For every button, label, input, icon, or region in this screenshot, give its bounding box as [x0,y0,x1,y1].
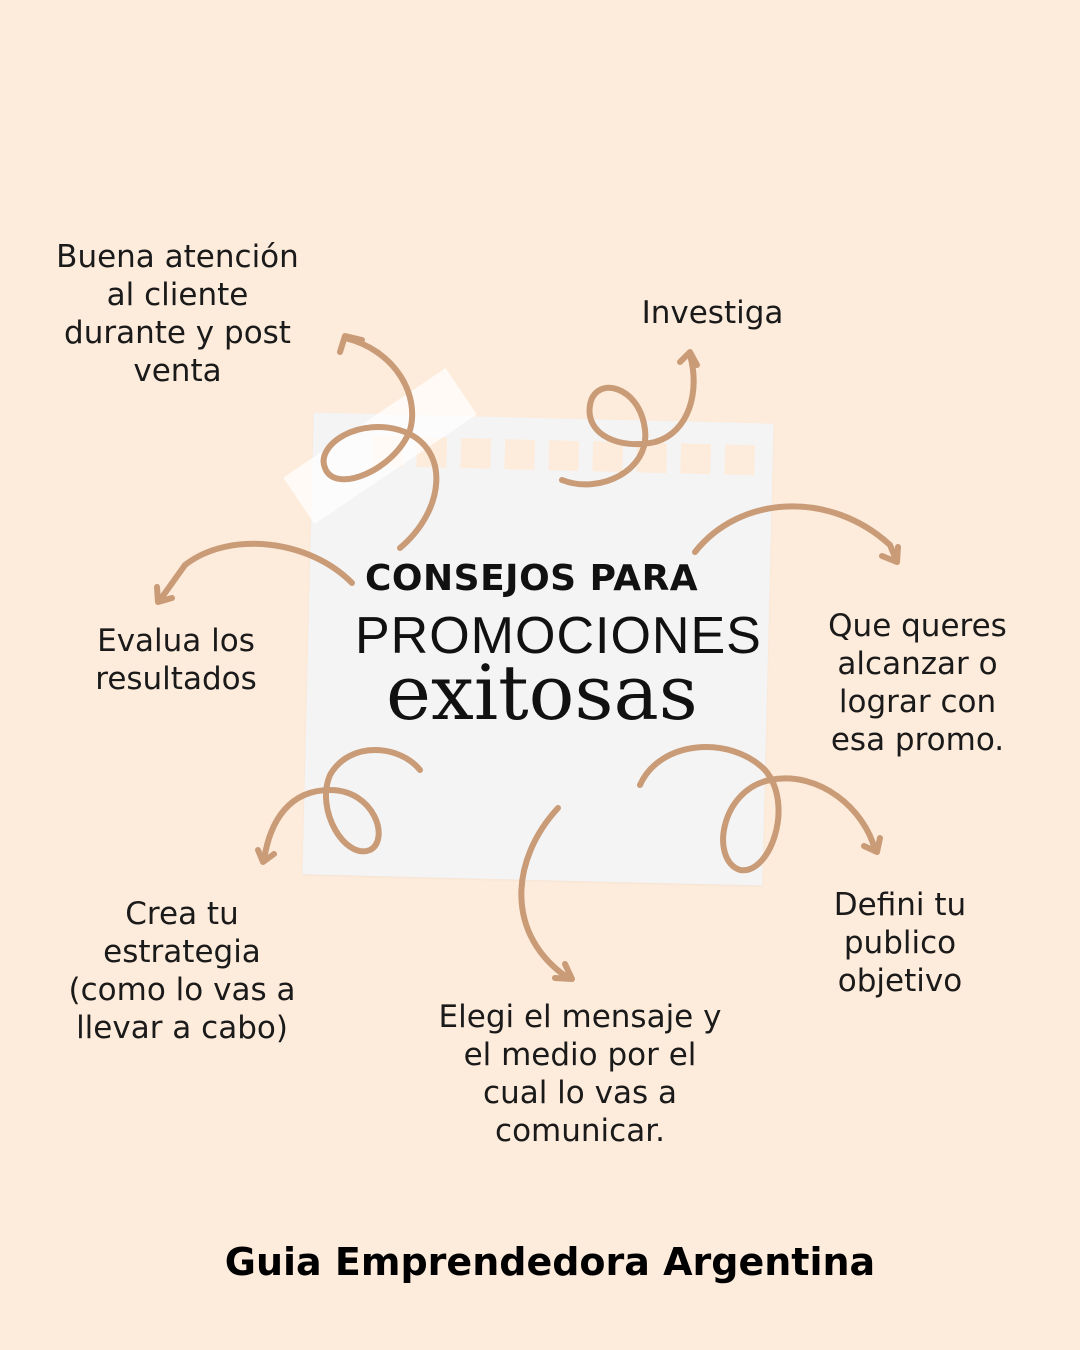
tip-buena-atencion: Buena atención al cliente durante y post… [56,239,299,389]
curly-arrow-evalua [157,540,355,603]
curly-arrow-elegi [518,805,571,981]
arrowhead-investiga [677,349,700,368]
tip-defini-publico: Defini tu publico objetivo [833,887,967,999]
arrowhead-evalua [154,584,175,605]
tip-evalua: Evalua los resultados [95,623,257,697]
tip-elegi-mensaje: Elegi el mensaje y el medio por el cual … [438,999,722,1149]
curly-arrow-investiga [559,352,697,488]
arrowhead-crea [255,847,277,865]
tip-crea-estrategia: Crea tu estrategia (como lo vas a llevar… [68,896,296,1046]
curly-arrow-que-queres [692,503,900,565]
arrowhead-que-queres [879,544,901,565]
curly-arrow-buena-atencion [320,335,440,551]
arrowhead-defini [861,835,883,855]
arrowhead-buena-atencion [337,333,365,355]
curly-arrow-defini [637,744,878,874]
arrowhead-elegi [552,961,575,982]
title-line-3: exitosas [386,648,698,737]
tip-investiga: Investiga [641,295,784,331]
title-line-1: CONSEJOS PARA [365,558,699,599]
footer-brand: Guia Emprendedora Argentina [224,1240,876,1284]
title-line-2: PROMOCIONES [355,607,762,665]
tip-que-queres: Que queres alcanzar o lograr con esa pro… [828,608,1007,758]
curly-arrow-crea [261,747,423,863]
